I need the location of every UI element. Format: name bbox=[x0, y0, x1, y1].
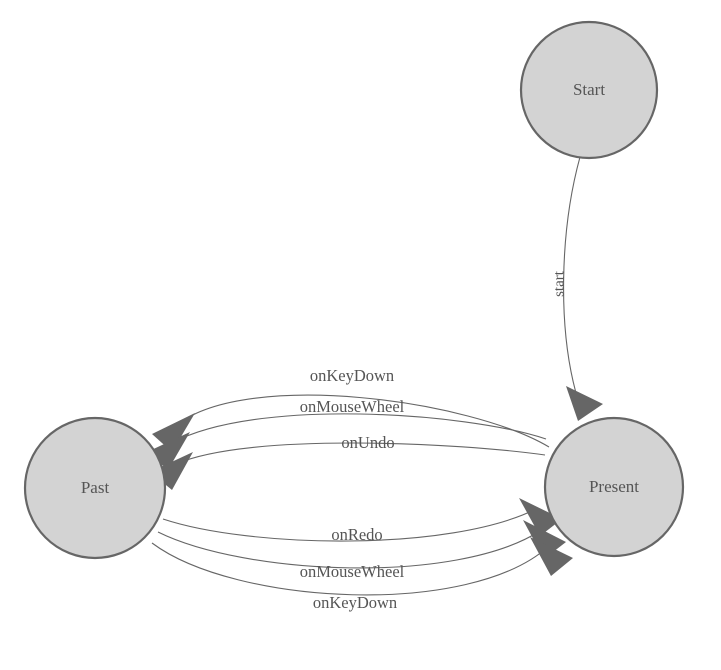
edge-past-to-present-onredo-path bbox=[162, 508, 537, 542]
edge-past-to-present-onkeydown[interactable]: onKeyDown bbox=[151, 537, 573, 612]
edge-past-to-present-onmousewheel[interactable]: onMouseWheel bbox=[157, 520, 566, 581]
node-start[interactable]: Start bbox=[519, 20, 659, 160]
edge-label-present-past-onmousewheel: onMouseWheel bbox=[300, 397, 405, 416]
edge-past-to-present-onredo[interactable]: onRedo bbox=[162, 498, 562, 544]
edge-present-to-past-onkeydown-arrowhead bbox=[152, 413, 195, 452]
edge-past-to-present-onkeydown-path bbox=[151, 542, 550, 596]
node-past-circle bbox=[23, 416, 167, 560]
edge-label-start: start bbox=[551, 270, 567, 297]
edge-past-to-present-onmousewheel-arrowhead bbox=[523, 520, 566, 559]
node-present-circle bbox=[543, 416, 685, 558]
edge-past-to-present-onkeydown-arrowhead bbox=[530, 537, 573, 576]
node-start-circle bbox=[519, 20, 659, 160]
edge-label-past-present-onmousewheel: onMouseWheel bbox=[300, 562, 405, 581]
edge-past-to-present-onredo-arrowhead bbox=[519, 498, 562, 536]
edge-start-to-present-path bbox=[563, 156, 581, 401]
edge-label-present-past-onkeydown: onKeyDown bbox=[310, 366, 394, 385]
node-past[interactable]: Past bbox=[23, 416, 167, 560]
edge-label-present-past-onundo: onUndo bbox=[341, 433, 394, 452]
edge-past-to-present-onmousewheel-path bbox=[157, 530, 541, 569]
node-present-label: Present bbox=[589, 477, 639, 496]
edge-start-to-present[interactable]: start bbox=[551, 156, 603, 421]
edge-present-to-past-onmousewheel-path bbox=[171, 413, 547, 444]
edge-label-past-present-onredo: onRedo bbox=[331, 525, 382, 544]
edge-present-to-past-onundo[interactable]: onUndo bbox=[150, 433, 546, 490]
edge-present-to-past-onundo-path bbox=[175, 442, 546, 465]
node-start-label: Start bbox=[573, 80, 605, 99]
node-past-label: Past bbox=[81, 478, 110, 497]
edge-label-past-present-onkeydown: onKeyDown bbox=[313, 593, 397, 612]
edge-start-to-present-arrowhead bbox=[566, 386, 603, 421]
node-present[interactable]: Present bbox=[543, 416, 685, 558]
